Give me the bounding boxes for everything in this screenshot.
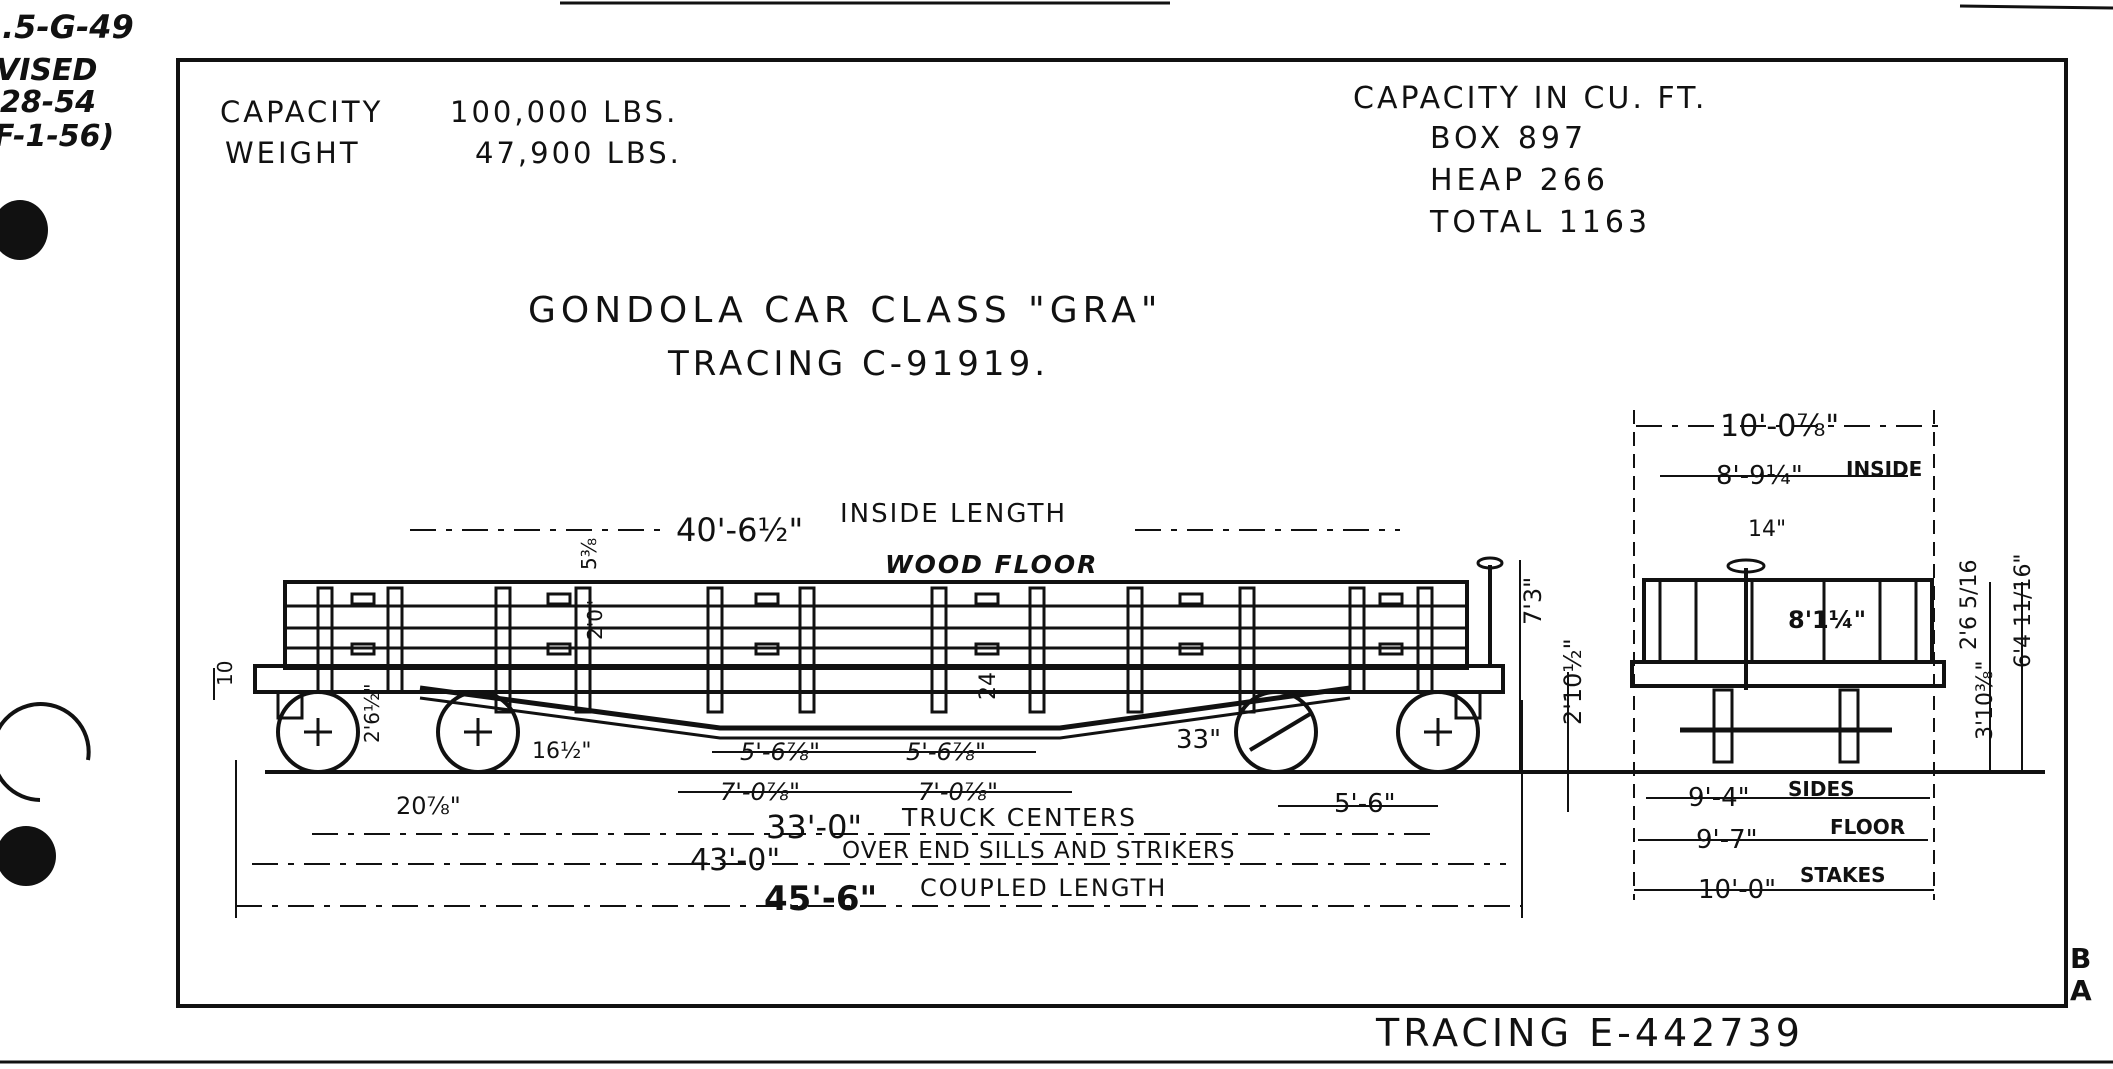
fishbelly-sill-lower	[419, 696, 1351, 740]
tracing-number: TRACING E-442739	[1375, 1011, 1804, 1055]
drawing-border	[176, 58, 2068, 1008]
end-inside-value: 8'-9¼"	[1716, 461, 1803, 491]
margin-note-revised: VISED	[0, 53, 97, 88]
end-truck-right	[1838, 688, 1860, 764]
truck-centers-label: TRUCK CENTERS	[901, 803, 1137, 832]
end-dim-6-4: 6'4 11/16"	[2011, 553, 2036, 668]
cu-ft-title: CAPACITY IN CU. FT.	[1353, 81, 1707, 116]
weight-specs: CAPACITY 100,000 LBS. WEIGHT 47,900 LBS.	[220, 95, 682, 170]
dim-20-78: 20⅞"	[396, 792, 461, 820]
end-dim-2-6: 2'6 5/16	[1957, 560, 1982, 650]
coupler-left	[276, 690, 304, 720]
dim-2-0: 2'0"	[583, 600, 607, 640]
end-sides-label: SIDES	[1788, 777, 1855, 801]
stake-pockets	[350, 592, 1404, 656]
dim-5-6-78-right: 5'-6⅞"	[906, 738, 986, 766]
inside-length-label: INSIDE LENGTH	[840, 499, 1067, 529]
binder-ring	[0, 702, 91, 802]
binder-hole-bottom	[0, 826, 56, 886]
dim-5-6: 5'-6"	[1334, 789, 1396, 819]
cu-ft-total: TOTAL 1163	[1429, 205, 1651, 240]
end-floor-value: 9'-7"	[1696, 825, 1758, 855]
over-sills-value: 43'-0"	[690, 843, 780, 878]
margin-note-revision: F-1-56)	[0, 119, 114, 154]
dim-2-6-half: 2'6½"	[360, 683, 384, 743]
coupler-right	[1454, 690, 1482, 720]
end-dim-14: 14"	[1748, 517, 1786, 542]
brake-wheel	[1476, 556, 1504, 570]
coupled-length-label: COUPLED LENGTH	[920, 874, 1167, 902]
margin-note-revised-date: 28-54	[0, 85, 96, 120]
dim-5-3-8: 5⅜	[577, 538, 601, 570]
dim-2-10-half: 2'10½"	[1559, 638, 1587, 725]
dim-33: 33"	[1176, 725, 1221, 755]
inside-length-value: 40'-6½"	[676, 511, 803, 549]
dim-16-half: 16½"	[532, 739, 591, 764]
dim-10: 10	[213, 661, 237, 686]
capacity-value: 100,000 LBS.	[450, 95, 678, 129]
wheel-front-left	[276, 690, 360, 774]
dim-24: 24"	[976, 662, 1001, 700]
revision-letter-a: A	[2070, 974, 2092, 1007]
wheel-rear-left	[436, 690, 520, 774]
wheel-rear-right	[1396, 690, 1480, 774]
capacity-label: CAPACITY	[220, 95, 383, 129]
margin-note-date: .5-G-49	[2, 8, 134, 46]
end-width-top: 10'-0⅞"	[1720, 409, 1839, 444]
end-floor-label: FLOOR	[1830, 815, 1905, 839]
weight-label: WEIGHT	[225, 136, 361, 170]
end-sill	[253, 664, 1505, 694]
drawing-subtitle: TRACING C-91919.	[667, 344, 1049, 384]
end-sill-beam	[1630, 660, 1946, 688]
car-body	[283, 580, 1469, 670]
end-dim-8-1-4: 8'1¼"	[1788, 606, 1866, 634]
wood-floor-label: WOOD FLOOR	[885, 550, 1098, 579]
scan-edge-top-right	[1959, 4, 2113, 10]
cu-ft-box: BOX 897	[1430, 121, 1587, 156]
end-dim-3-10: 3'10⅜"	[1973, 661, 1998, 740]
end-truck-left	[1712, 688, 1734, 764]
end-view: 10'-0⅞" 8'-9¼" INSIDE 14" 8'1¼" 2'6 5/16…	[1630, 409, 2036, 905]
dim-5-6-78-left: 5'-6⅞"	[740, 738, 820, 766]
wheel-front-right	[1234, 690, 1318, 774]
fishbelly-sill	[419, 685, 1351, 731]
cubic-capacity: CAPACITY IN CU. FT. BOX 897 HEAP 266 TOT…	[1353, 81, 1707, 240]
revision-letter-b: B	[2070, 942, 2091, 975]
end-brake-wheel	[1726, 558, 1766, 574]
drawing-title: GONDOLA CAR CLASS "GRA"	[528, 290, 1162, 331]
end-sides-value: 9'-4"	[1688, 783, 1750, 813]
side-view: 40'-6½" INSIDE LENGTH WOOD FLOOR	[213, 499, 2045, 919]
end-stakes-label: STAKES	[1800, 863, 1886, 887]
dim-7-0-78-left: 7'-0⅞"	[720, 778, 800, 806]
dim-7-3: 7'3"	[1519, 577, 1547, 625]
over-sills-label: OVER END SILLS AND STRIKERS	[842, 838, 1236, 864]
weight-value: 47,900 LBS.	[475, 136, 682, 170]
end-inside-label: INSIDE	[1846, 457, 1922, 481]
end-stakes-value: 10'-0"	[1698, 875, 1776, 905]
binder-hole-top	[0, 200, 48, 260]
cu-ft-heap: HEAP 266	[1430, 163, 1609, 198]
truck-centers-value: 33'-0"	[766, 808, 862, 846]
coupled-length-value: 45'-6"	[764, 879, 877, 919]
dim-7-0-78-right: 7'-0⅞"	[918, 778, 998, 806]
